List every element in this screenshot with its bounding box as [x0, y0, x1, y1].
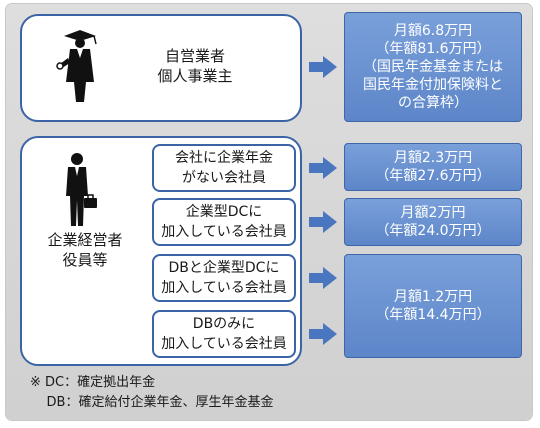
- result-monthly: 月額1.2万円: [393, 289, 473, 305]
- category-label-no-pension: 会社に企業年金 がない会社員: [175, 150, 273, 186]
- arrow-right-icon: [309, 157, 337, 179]
- arrow-right-icon: [309, 211, 337, 233]
- arrow-right-icon: [309, 56, 337, 78]
- arrow-right-icon: [309, 323, 337, 345]
- result-box-db: 月額1.2万円 （年額14.4万円）: [344, 254, 522, 358]
- self-employed-label: 自営業者 個人事業主: [157, 47, 233, 85]
- result-box-self-employed: 月額6.8万円 （年額81.6万円） （国民年金基金または 国民年金付加保険料と…: [344, 12, 522, 122]
- result-box-no-pension: 月額2.3万円 （年額27.6万円）: [344, 143, 522, 191]
- arrow-right-icon: [309, 267, 337, 289]
- result-detail: （年額24.0万円）: [375, 223, 491, 239]
- category-label-db-only: DBのみに 加入している会社員: [161, 316, 287, 352]
- category-box-db-only: [152, 310, 296, 358]
- result-monthly: 月額2.3万円: [393, 150, 473, 166]
- self-employed-box: [20, 14, 302, 122]
- result-monthly: 月額2万円: [400, 205, 466, 221]
- category-box-db-dc: [152, 254, 296, 302]
- category-label-db-dc: DBと企業型DCに 加入している会社員: [161, 260, 287, 296]
- graduate-person-icon: [56, 30, 97, 102]
- category-box-dc: [152, 198, 296, 246]
- category-label-dc: 企業型DCに 加入している会社員: [161, 204, 287, 240]
- employee-label: 企業経営者 役員等: [47, 231, 123, 269]
- category-box-no-pension: [152, 144, 296, 192]
- result-detail: （年額27.6万円）: [375, 168, 491, 184]
- result-box-dc: 月額2万円 （年額24.0万円）: [344, 198, 522, 246]
- result-monthly: 月額6.8万円: [393, 23, 473, 39]
- footnote-db: DB：確定給付企業年金、厚生年金基金: [30, 395, 274, 410]
- businessman-person-icon: [66, 153, 97, 226]
- result-detail: （年額14.4万円）: [375, 307, 491, 323]
- result-detail: （年額81.6万円） （国民年金基金または 国民年金付加保険料と の合算枠）: [363, 41, 503, 111]
- footnote-dc: ※ DC：確定拠出年金: [30, 375, 156, 390]
